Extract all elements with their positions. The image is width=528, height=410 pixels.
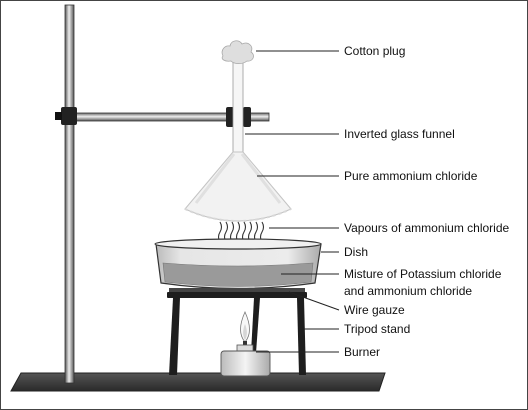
- burner-wick: [243, 341, 247, 346]
- label-pure-ammonium-chloride: Pure ammonium chloride: [344, 169, 478, 183]
- label-tripod-stand: Tripod stand: [344, 322, 411, 336]
- boss-screw: [55, 112, 62, 120]
- funnel-stem: [232, 58, 244, 155]
- label-wire-gauze: Wire gauze: [344, 303, 405, 317]
- leader-lines: [245, 50, 340, 353]
- tripod-stand: [167, 292, 307, 375]
- burner: [220, 350, 271, 377]
- clamp-jaw-right: [243, 107, 251, 127]
- dish-mixture: [162, 262, 314, 287]
- label-mixture-line2: and ammonium chloride: [344, 284, 473, 298]
- burner-cap: [236, 344, 254, 352]
- cotton-plug: [221, 40, 254, 65]
- funnel-inner-line: [194, 153, 282, 204]
- stand-rod: [64, 4, 75, 384]
- clamp-jaw-left: [226, 107, 234, 127]
- funnel-rim: [184, 208, 292, 222]
- label-cotton-plug: Cotton plug: [344, 44, 406, 58]
- label-dish: Dish: [344, 245, 369, 259]
- inverted-glass-funnel: [184, 151, 292, 222]
- burner-flame-core: [243, 324, 247, 340]
- label-burner: Burner: [344, 345, 381, 359]
- dish-rim: [154, 238, 322, 250]
- label-mixture-line1: Misture of Potassium chloride: [344, 267, 502, 281]
- boss-head: [61, 107, 77, 125]
- wire-gauze: [169, 288, 305, 292]
- label-inverted-funnel: Inverted glass funnel: [344, 127, 455, 141]
- label-vapours: Vapours of ammonium chloride: [344, 221, 510, 235]
